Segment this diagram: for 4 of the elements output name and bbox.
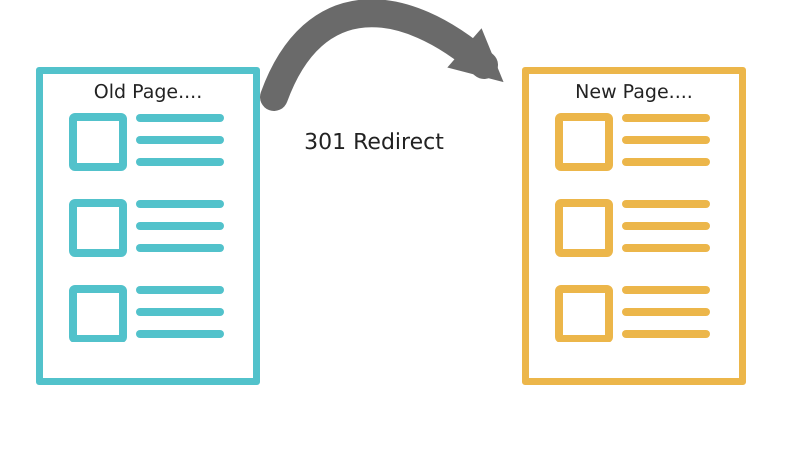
page-title: New Page....: [575, 80, 693, 104]
page-title: Old Page....: [94, 80, 202, 104]
page-document: [36, 67, 260, 385]
page-document: [522, 67, 746, 385]
